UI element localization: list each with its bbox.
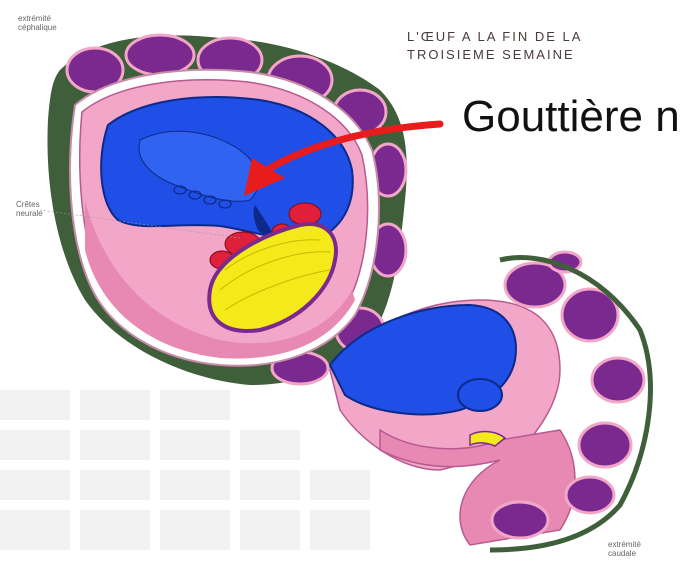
caudal-label-line-1: extrémité: [608, 540, 641, 549]
cephalic-label-line-2: céphalique: [18, 23, 57, 32]
caudal-end-label: extrémité caudale: [608, 540, 641, 558]
neural-label-line-1: Crêtes: [16, 200, 43, 209]
cephalic-end-label: extrémité céphalique: [18, 14, 57, 32]
faint-grid: [0, 390, 370, 550]
neural-crest-label: Crêtes neurale: [16, 200, 43, 218]
caudal-label-line-2: caudale: [608, 549, 641, 558]
cephalic-label-line-1: extrémité: [18, 14, 57, 23]
diagram-title-line-2: TROISIEME SEMAINE: [407, 47, 575, 62]
neural-label-line-2: neurale: [16, 209, 43, 218]
cephalic-block: [47, 35, 406, 385]
neural-groove-label: Gouttière n: [462, 92, 683, 142]
diagram-title-line-1: L'ŒUF A LA FIN DE LA: [407, 29, 582, 44]
